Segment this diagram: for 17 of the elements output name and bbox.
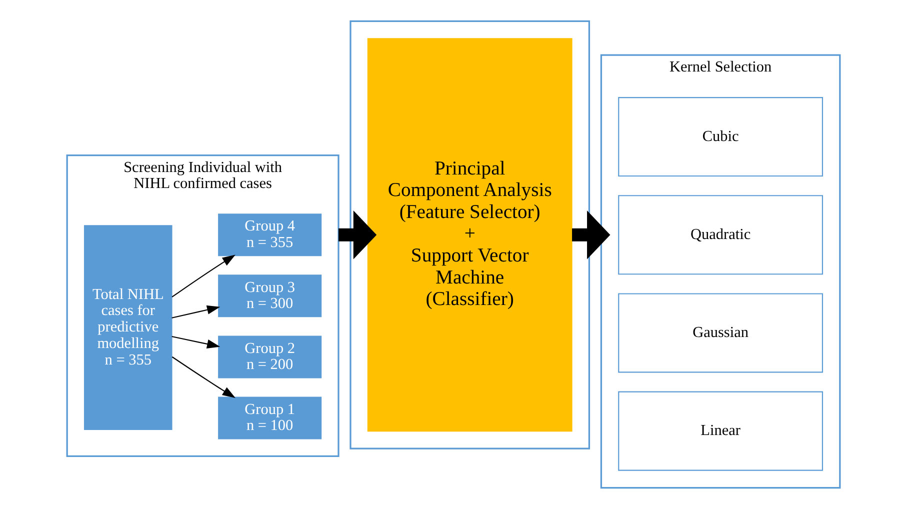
node-box: Principal Component Analysis (Feature Selector) + Support Vector Machine (Classifier) [366, 38, 572, 432]
arrow [171, 305, 220, 318]
arrow [572, 210, 610, 260]
arrow [171, 336, 220, 348]
node-box: Quadratic [618, 195, 823, 275]
node-box: Gaussian [618, 293, 823, 373]
node-box: Group 1 n = 100 [218, 396, 322, 440]
arrow [338, 210, 376, 260]
node-box: Group 2 n = 200 [218, 336, 322, 378]
cluster [349, 20, 590, 450]
node-box: Group 4 n = 355 [218, 214, 322, 256]
node-box: Total NIHL cases for predictive modelling n = 355 [83, 225, 172, 430]
node-box: Linear [618, 391, 823, 471]
node-box: Group 3 n = 300 [218, 274, 322, 318]
node-box: Cubic [618, 97, 823, 177]
arrow [171, 356, 235, 398]
arrow [171, 254, 235, 298]
